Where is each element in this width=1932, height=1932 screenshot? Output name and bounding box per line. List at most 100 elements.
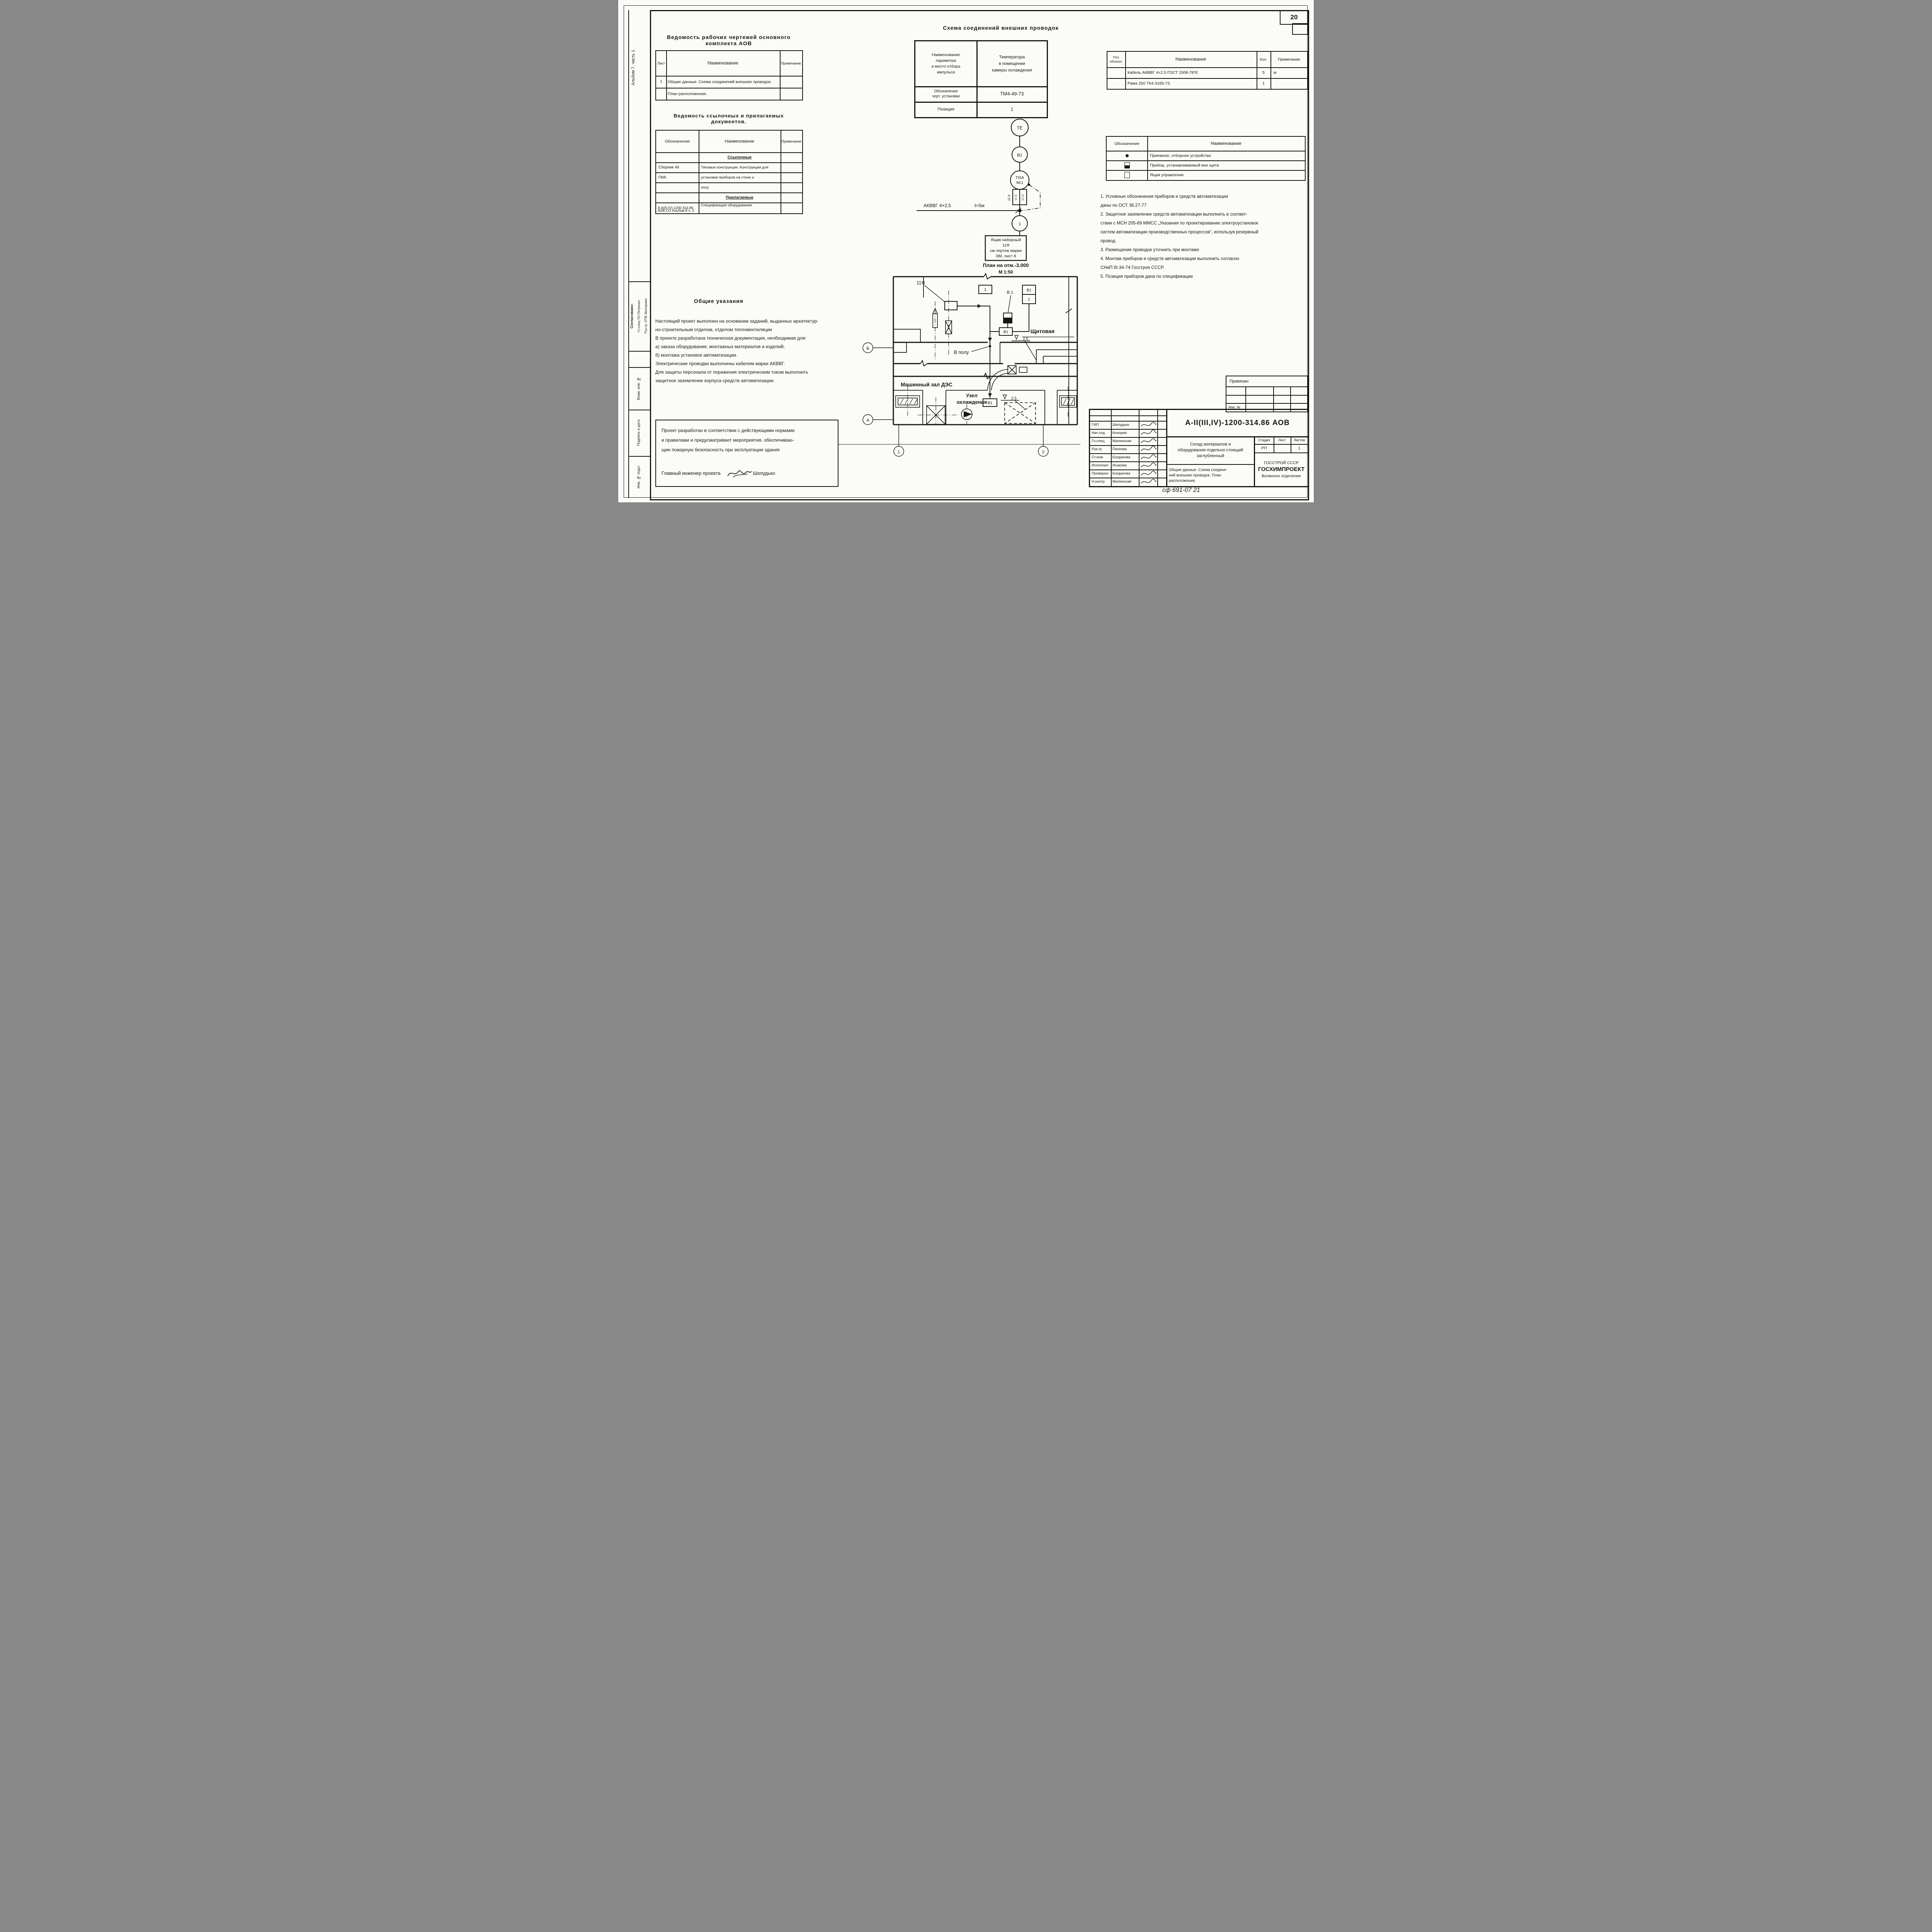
tb-r5-name-text: Богданова	[1112, 455, 1131, 459]
sp-p3-label: Позиция	[915, 102, 976, 117]
duct-elbow	[987, 365, 1027, 391]
plan-box-11ya	[944, 301, 957, 310]
elev1-label: 2.5	[1023, 337, 1028, 341]
tb-org3-text: Волжское отделение	[1262, 473, 1301, 478]
dr-r2-name-text: установки приборов на стене и	[701, 175, 754, 180]
drawing-sheet: 20 Альбом 7, часть 1 Согласовано: Гл.спе…	[618, 0, 1314, 502]
dr-r2-code: ГМА	[658, 172, 698, 182]
room-cool-label: Узел охлаждения	[949, 392, 995, 406]
chief-engineer-signature	[727, 470, 752, 478]
dr-h-name: Наименование	[699, 131, 781, 152]
axis-circle-2	[1038, 446, 1049, 457]
tb-v-sheets: 1	[1291, 444, 1308, 452]
pt-row1	[1107, 67, 1308, 68]
schema-title-text: Схема соединений внешних проводок	[943, 25, 1059, 31]
tb-org: ГОССТРОЙ СССР ГОСХИМПРОЕКТ Волжское отде…	[1255, 452, 1308, 486]
dr-r1-name: Типовые конструкции. Конструкции для	[701, 162, 780, 172]
drawing-canvas: ТЕ В1 TISA 5K1 11-9 11-11 11-13 АКВВГ 4×…	[838, 119, 1080, 457]
pv-col2	[1273, 386, 1274, 412]
tb-r6-name-text: Исакова	[1112, 463, 1127, 468]
wr-col1	[666, 51, 667, 100]
wr-r2-name-text: План расположения.	[668, 91, 707, 96]
tb-sheet-title-text: Общие данные. Схема соедине- ний внешних…	[1169, 468, 1228, 483]
room-cool-label-text: Узел охлаждения	[956, 393, 987, 405]
tb-r1-role: ГИП	[1092, 421, 1111, 429]
wr-h-sheet: Лист	[656, 51, 666, 76]
lg-r2-name-text: Прибор, устанавливаемый вне щита	[1150, 163, 1219, 168]
pt-col1	[1125, 52, 1126, 89]
dr-h-note: Примечание	[781, 131, 802, 152]
dr-r1-name-text: Типовые конструкции. Конструкции для	[701, 165, 769, 170]
tb-h-stage-text: Стадия	[1258, 438, 1270, 442]
tb-r7-role: Проверил	[1092, 469, 1111, 478]
leader-v1	[1008, 295, 1011, 313]
tb-r8-role-text: Н.контр	[1092, 480, 1105, 484]
sp-row2	[915, 102, 1047, 103]
pv-col3	[1290, 386, 1291, 412]
tb-v1	[1111, 410, 1112, 486]
plan-device-top	[1003, 313, 1012, 318]
elev2-label: 2.5	[1011, 396, 1017, 401]
dot-icon	[1125, 154, 1129, 157]
tb-h-stage: Стадия	[1255, 436, 1274, 444]
tb-r1-name-text: Шелудько	[1112, 423, 1129, 427]
sp-row1	[915, 86, 1047, 87]
pt-r2-name: Рама 250 ТК4-3165-73	[1128, 78, 1257, 89]
axis-1-label: 1	[898, 450, 900, 454]
general-notes-body: Настоящий проект выполнен на основании з…	[655, 318, 819, 383]
dr-row5	[656, 192, 802, 193]
tb-sheet-title: Общие данные. Схема соедине- ний внешних…	[1169, 465, 1254, 486]
lg-h-name-text: Наименование	[1211, 141, 1242, 146]
lg-row2	[1107, 160, 1305, 161]
tb-r8-name-text: Малинская	[1112, 480, 1131, 484]
sp-p1-label: Наименование параметра и место отбора им…	[915, 41, 976, 86]
legend-table: Обозначение Наименование Приемное, отбор…	[1106, 136, 1306, 181]
dr-r2-name: установки приборов на стене и	[701, 172, 780, 182]
lg-r2-name: Прибор, устанавливаемый вне щита	[1150, 160, 1303, 170]
lg-h-name: Наименование	[1147, 137, 1305, 151]
pt-r1-name: Кабель АКВВГ 4×2,5 ГОСТ 1508-78*Е	[1128, 67, 1257, 78]
device-label-2: 5K1	[1016, 181, 1023, 185]
wr-h-name-text: Наименование	[707, 61, 738, 66]
half-filled-square-icon	[1124, 162, 1130, 168]
room-hall-label: Машинный зал ДЭС	[901, 382, 952, 388]
device-label-1: TISA	[1015, 176, 1024, 180]
plan-box-1	[978, 285, 992, 294]
lg-h-sym: Обозначение	[1107, 137, 1147, 151]
pt-r2-qty: 1	[1257, 78, 1270, 89]
pt-r1-note-text: м	[1274, 70, 1277, 75]
tb-r5-role: Ст.инж	[1092, 453, 1111, 461]
axis-a-label: А	[866, 418, 869, 423]
sp-p2-label-text: Обозначение черт. установки	[932, 89, 960, 99]
worksheet-register-title-text: Ведомость рабочих чертежей основного ком…	[667, 34, 791, 46]
axis-circle-1	[893, 446, 904, 457]
plan-caption-2-text: М 1:50	[998, 269, 1013, 275]
wr-h-note-text: Примечание	[781, 61, 801, 65]
page-number-subbox	[1292, 23, 1308, 35]
device-circle	[1010, 170, 1029, 190]
strip-line	[628, 10, 629, 498]
pt-r2-qty-text: 1	[1262, 81, 1265, 86]
sp-p2-value-text: ТМ4-49-73	[1000, 91, 1024, 97]
schema-param-table: Наименование параметра и место отбора им…	[914, 40, 1048, 118]
sp-p2-value: ТМ4-49-73	[977, 86, 1047, 102]
tb-r7-name: Богданова	[1112, 469, 1138, 478]
dr-row1	[656, 152, 802, 153]
parts-table: Поз. обознач. Наименование Кол. Примечан…	[1107, 51, 1308, 90]
pv-title-text: Привязан	[1230, 379, 1249, 384]
tb-r5-role-text: Ст.инж	[1092, 455, 1103, 459]
tb-r1-name: Шелудько	[1112, 421, 1138, 429]
outer-border	[624, 5, 1308, 498]
tb-r4-role: Рук.гр	[1092, 445, 1111, 453]
strip-div1	[628, 281, 650, 282]
pv-row0	[1226, 386, 1308, 387]
compliance-signer: Главный инженер проекта Шелудько	[662, 468, 835, 479]
sp-p3-value: 1	[977, 102, 1047, 117]
tb-h-sheets-text: Листов	[1293, 438, 1305, 442]
worksheet-register-title: Ведомость рабочих чертежей основного ком…	[655, 34, 802, 46]
page-number-box: 20	[1280, 10, 1308, 25]
tb-h-sheet-text: Лист	[1278, 438, 1286, 442]
compliance-signer-role: Главный инженер проекта	[662, 471, 721, 476]
plan-box-v1-mid	[999, 327, 1013, 336]
dr-r2-code-text: ГМА	[658, 175, 667, 180]
